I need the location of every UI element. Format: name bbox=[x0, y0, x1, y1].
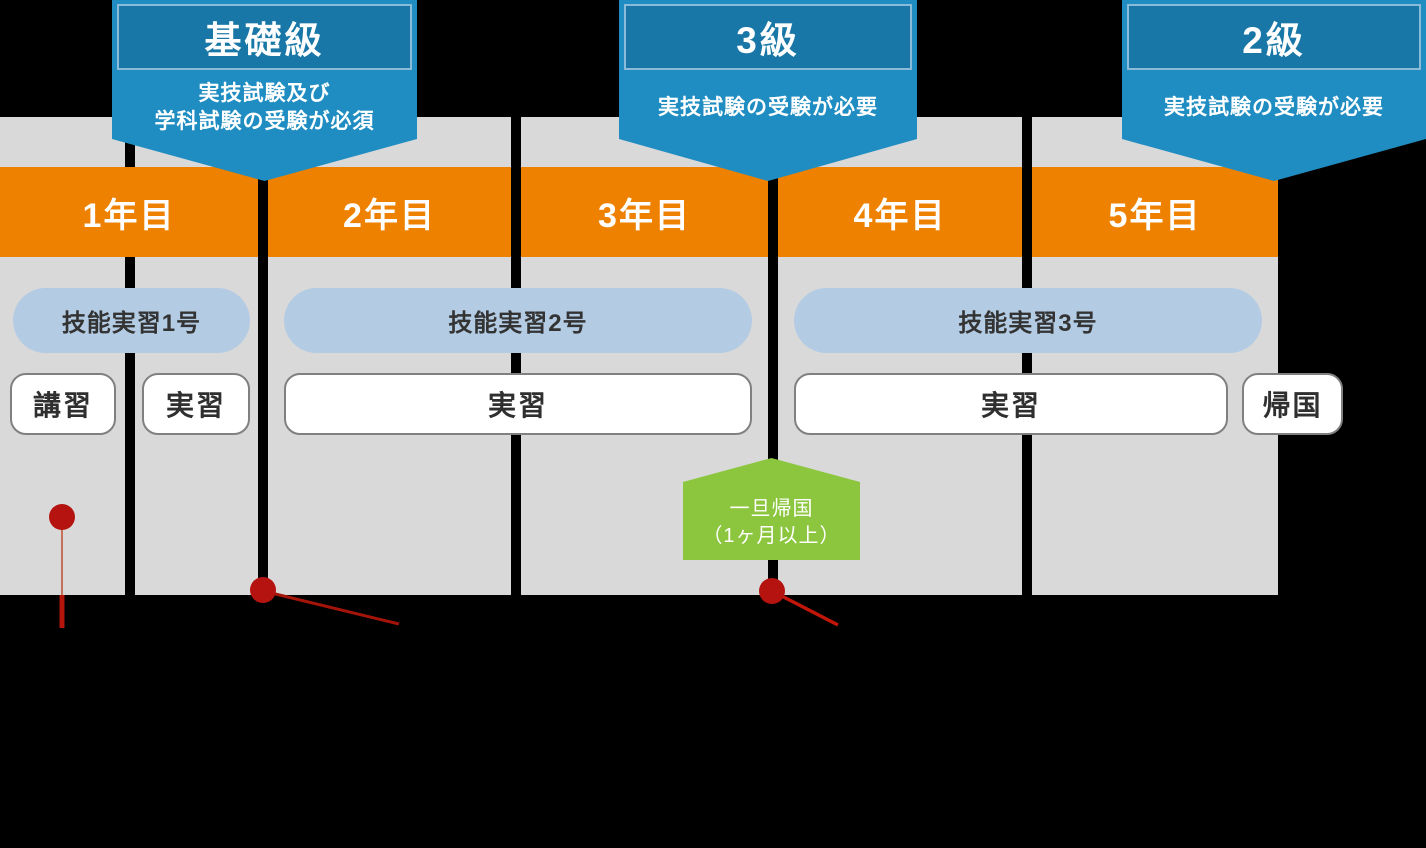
activity-label-practice-2: 実習 bbox=[487, 390, 548, 421]
exam-requirement-grade3: 実技試験の受験が必要 bbox=[619, 94, 917, 122]
exam-level-box-grade3: 3級 bbox=[624, 4, 912, 70]
activity-label-return-home: 帰国 bbox=[1262, 390, 1323, 421]
activity-box-return-home: 帰国 bbox=[1242, 373, 1343, 435]
year-label-5: 5年目 bbox=[1108, 196, 1202, 235]
exam-requirement-basic-line1: 実技試験及び bbox=[198, 82, 331, 105]
pointer-line-2 bbox=[262, 589, 400, 626]
activity-box-practice-2: 実習 bbox=[284, 373, 752, 435]
year-bar-2: 2年目 bbox=[268, 167, 511, 257]
exam-requirement-grade2: 実技試験の受験が必要 bbox=[1122, 94, 1426, 122]
interim-return-box: 一旦帰国 （1ヶ月以上） bbox=[683, 458, 860, 560]
activity-label-lecture: 講習 bbox=[32, 390, 93, 421]
interim-return-line2: （1ヶ月以上） bbox=[702, 525, 841, 547]
phase-bar-intern1: 技能実習1号 bbox=[13, 288, 250, 353]
phase-bar-intern2: 技能実習2号 bbox=[284, 288, 752, 353]
exam-requirement-basic-line2: 学科試験の受験が必須 bbox=[154, 110, 375, 133]
exam-level-title-grade2: 2級 bbox=[1242, 20, 1306, 61]
interim-return-line1: 一旦帰国 bbox=[729, 498, 814, 520]
phase-label-intern1: 技能実習1号 bbox=[61, 310, 202, 337]
year-label-2: 2年目 bbox=[343, 196, 436, 235]
activity-box-lecture: 講習 bbox=[10, 373, 116, 435]
exam-level-box-grade2: 2級 bbox=[1127, 4, 1421, 70]
exam-requirement-grade2-line1: 実技試験の受験が必要 bbox=[1164, 96, 1384, 119]
activity-label-practice-3: 実習 bbox=[980, 390, 1041, 421]
exam-level-title-basic: 基礎級 bbox=[204, 20, 325, 61]
year-label-4: 4年目 bbox=[853, 196, 947, 235]
exam-banner-grade2: 2級 実技試験の受験が必要 bbox=[1122, 0, 1426, 181]
phase-bar-intern3: 技能実習3号 bbox=[794, 288, 1262, 353]
year-label-1: 1年目 bbox=[82, 196, 176, 235]
phase-label-intern2: 技能実習2号 bbox=[448, 310, 588, 337]
activity-box-practice-1: 実習 bbox=[142, 373, 250, 435]
exam-banner-grade3: 3級 実技試験の受験が必要 bbox=[619, 0, 917, 181]
year-bar-5: 5年目 bbox=[1032, 167, 1278, 257]
exam-requirement-grade3-line1: 実技試験の受験が必要 bbox=[658, 96, 878, 119]
year-bar-1: 1年目 bbox=[0, 167, 258, 257]
exam-banner-basic-grade: 基礎級 実技試験及び 学科試験の受験が必須 bbox=[112, 0, 417, 181]
exam-level-box-basic: 基礎級 bbox=[117, 4, 412, 70]
year-bar-4: 4年目 bbox=[778, 167, 1022, 257]
activity-box-practice-3: 実習 bbox=[794, 373, 1228, 435]
activity-label-practice-1: 実習 bbox=[165, 390, 226, 421]
exam-level-title-grade3: 3級 bbox=[736, 20, 800, 61]
pointer-line-3 bbox=[771, 589, 839, 627]
exam-requirement-basic: 実技試験及び 学科試験の受験が必須 bbox=[112, 80, 417, 136]
phase-label-intern3: 技能実習3号 bbox=[958, 310, 1098, 337]
year-bar-3: 3年目 bbox=[521, 167, 768, 257]
year-label-3: 3年目 bbox=[598, 196, 691, 235]
